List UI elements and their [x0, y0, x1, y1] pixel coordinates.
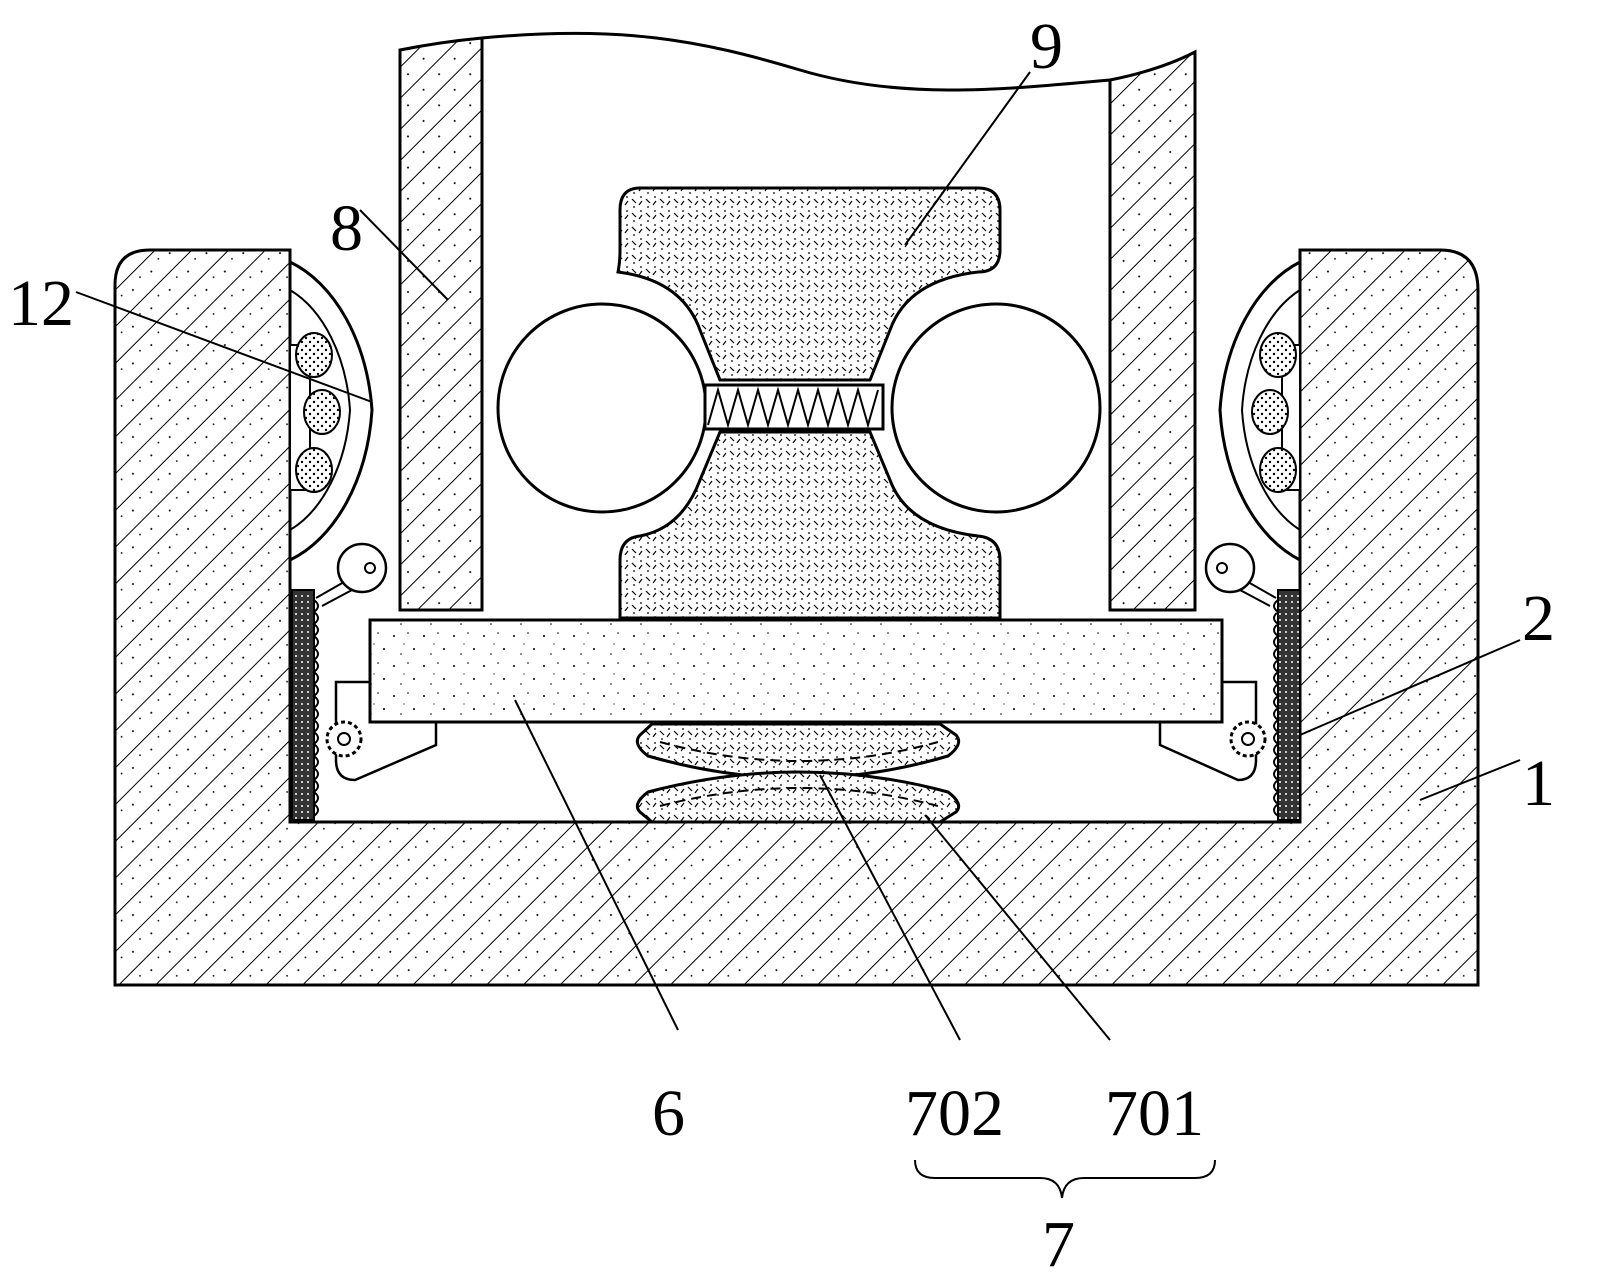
right-arc-inner: [1240, 289, 1301, 531]
label-7: 7: [1042, 1208, 1075, 1281]
right-arc-housing: [1218, 260, 1301, 562]
left-pawl-pin: [364, 562, 376, 574]
leader-701: [924, 814, 1111, 1041]
label-701: 701: [1105, 1077, 1204, 1150]
left-roller-1: [295, 332, 333, 378]
left-arc-housing: [289, 260, 374, 562]
upper-buffer-dash: [659, 741, 939, 762]
left-pawl: [336, 542, 388, 594]
right-rack: [1277, 589, 1301, 821]
upper-buffer-pad: [635, 722, 961, 780]
leader-8: [359, 209, 449, 301]
spring-icon: [707, 386, 879, 429]
right-pawl-arm: [1247, 581, 1277, 599]
left-gear: [325, 720, 363, 758]
leader-1: [1419, 759, 1521, 801]
right-ball: [890, 302, 1102, 514]
right-column-wall: [1108, 49, 1197, 612]
lower-damping-block: [618, 430, 1002, 620]
brace-7: [914, 1159, 1216, 1199]
right-pawl-arm-2: [1239, 589, 1271, 607]
left-arc-inner: [289, 289, 352, 531]
left-column-wall: [398, 36, 484, 612]
right-rack-teeth: [1273, 599, 1280, 817]
leader-9: [904, 71, 1031, 246]
left-gear-hub: [337, 732, 351, 746]
label-12: 12: [8, 267, 74, 340]
left-rack: [291, 589, 315, 821]
right-roller-1: [1259, 332, 1297, 378]
left-ball: [496, 302, 708, 514]
label-2: 2: [1522, 582, 1555, 655]
right-pawl: [1204, 542, 1256, 594]
right-gear-hub: [1241, 732, 1255, 746]
left-rack-teeth: [312, 599, 319, 817]
upper-damping-block: [616, 186, 1002, 382]
label-702: 702: [905, 1077, 1004, 1150]
lower-buffer-pad: [635, 770, 961, 824]
leader-702: [819, 774, 961, 1041]
right-roller-3: [1259, 447, 1297, 493]
leader-12: [75, 291, 373, 403]
column-wavy-top: [481, 31, 1111, 92]
right-roller-2: [1251, 389, 1289, 435]
support-plate: [368, 618, 1224, 724]
label-6: 6: [652, 1077, 685, 1150]
right-gear: [1229, 720, 1267, 758]
leader-2: [1299, 639, 1521, 736]
right-pawl-pin: [1216, 562, 1228, 574]
label-1: 1: [1522, 747, 1555, 820]
label-9: 9: [1030, 10, 1063, 83]
leader-6: [514, 699, 679, 1031]
base-body: [113, 248, 1480, 987]
label-8: 8: [330, 192, 363, 265]
left-roller-3: [295, 447, 333, 493]
left-roller-2: [303, 389, 341, 435]
left-pawl-arm-2: [321, 589, 353, 607]
left-pawl-arm: [315, 581, 345, 599]
lower-buffer-dash: [659, 787, 939, 807]
